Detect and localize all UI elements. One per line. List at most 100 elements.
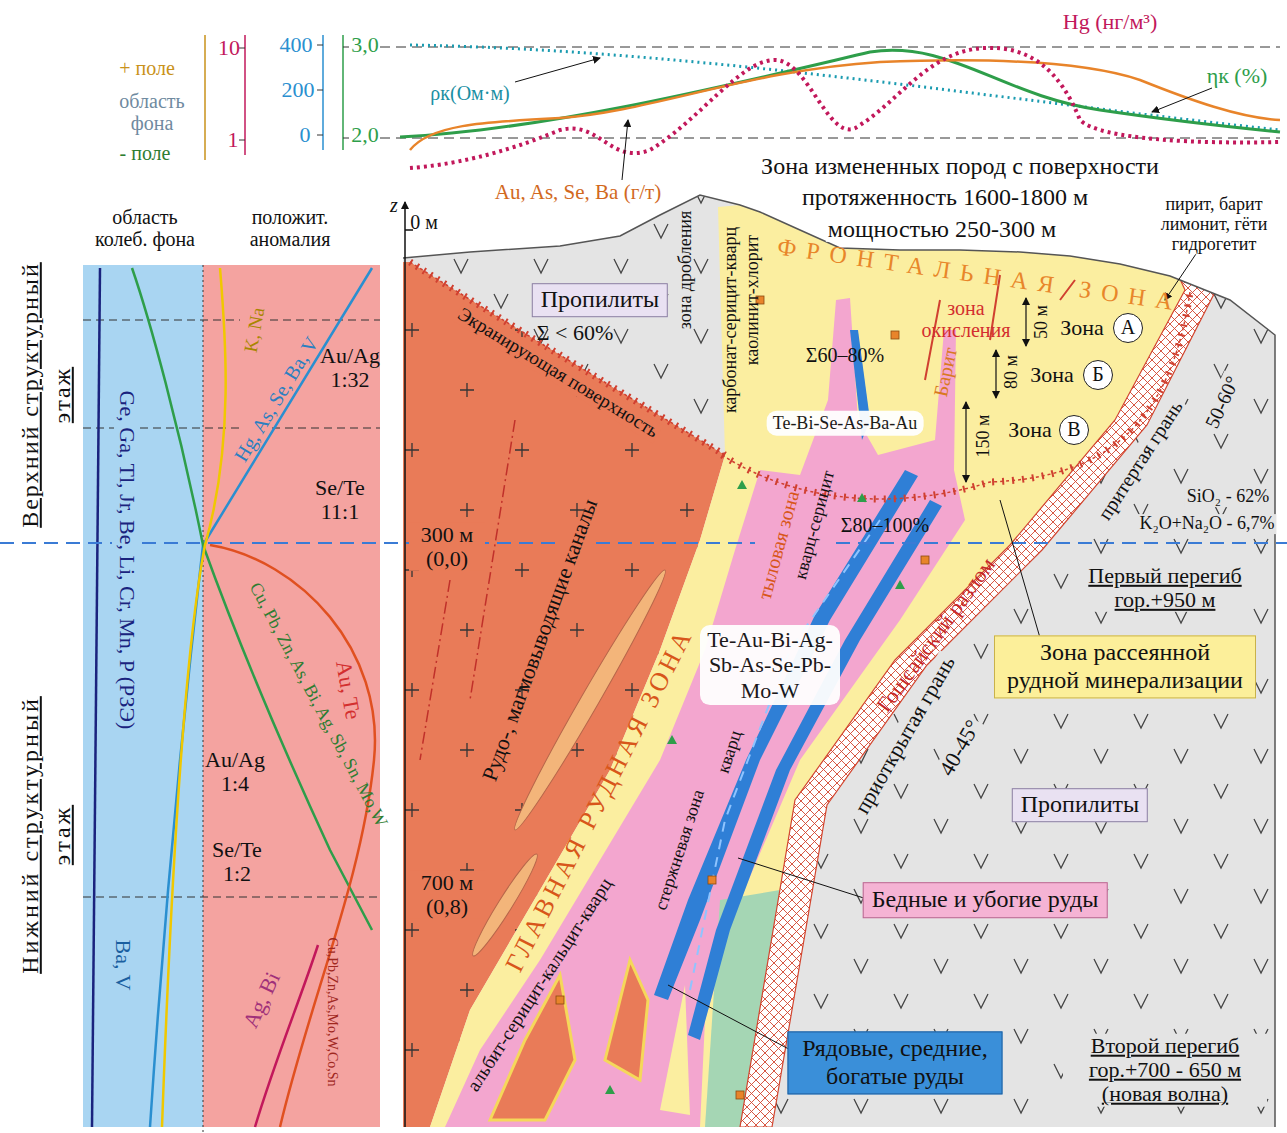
label-text: 10 — [218, 36, 240, 60]
label-text: 3,0 — [351, 33, 379, 57]
illustration-path — [400, 50, 1280, 137]
illustration-rect — [403, 180, 1275, 1127]
illustration-rect — [403, 180, 1275, 1127]
illustration-rect — [736, 1091, 744, 1099]
label-text: 2,0 — [351, 123, 379, 147]
rock-label-box: Пропилиты — [1012, 788, 1148, 822]
label-text: зона окисления — [911, 297, 1021, 341]
illustration-line — [738, 858, 870, 900]
label-text: K₂O+Na₂O - 6,7% — [1137, 514, 1276, 534]
illustration-rect — [708, 876, 716, 884]
illustration-line — [380, 47, 1280, 48]
illustration-rect — [891, 331, 899, 339]
node-text: Пропилиты — [541, 286, 659, 314]
label-text: 50 м — [1032, 305, 1052, 339]
label-text: 300 м (0,0) — [409, 523, 485, 571]
label-text: 0 — [300, 123, 311, 147]
label-text: Se/Te 1:2 — [204, 838, 270, 886]
label-text: этаж — [49, 367, 75, 423]
label-text: каолинит-хлорит — [743, 235, 763, 365]
illustration-rect — [203, 265, 380, 1127]
label-text: Hg (нг/м³) — [1063, 10, 1157, 34]
illustration-path — [239, 45, 349, 140]
label-text: Au/Ag 1:4 — [202, 748, 268, 796]
label-text: 1 — [228, 128, 239, 152]
node-text: Б — [1084, 361, 1112, 388]
label-text: + поле — [119, 57, 175, 79]
illustration-path — [857, 493, 867, 502]
illustration-path — [737, 480, 747, 489]
label-text: Au, As, Se, Ba (г/т) — [495, 181, 662, 204]
rock-label-box: Пропилиты — [532, 283, 668, 317]
label-text: область фона — [102, 90, 202, 134]
ore-label-box: Бедные и убогие руды — [863, 882, 1108, 918]
illustration-path — [403, 195, 1275, 1127]
illustration-g — [403, 180, 1275, 1127]
illustration-line — [1152, 88, 1212, 112]
illustration-path — [722, 292, 1190, 499]
illustration-line — [1000, 500, 1045, 655]
label-text: Первый перегиб гор.+950 м — [1081, 564, 1250, 612]
label-text: 700 м (0,8) — [409, 871, 485, 919]
label-text: Ge, Ga, Tl, Jr, Be, Li, Cr, Mn, P (РЗЭ) — [115, 391, 139, 730]
node-text: А — [1114, 314, 1142, 341]
illustration-rect — [556, 996, 564, 1004]
illustration-line — [322, 35, 324, 150]
label-text: Зона — [1008, 418, 1052, 442]
illustration-path — [667, 735, 677, 744]
illustration-line — [404, 202, 406, 1127]
label-text: Зона — [1060, 316, 1104, 340]
illustration-path — [410, 48, 1280, 168]
label-text: SiO₂ - 62% — [1185, 487, 1271, 507]
zone-label-box: Зона рассеянной рудной минерализации — [994, 635, 1256, 698]
zone-letter-circle: А — [1113, 313, 1143, 343]
label-text: 200 — [282, 78, 315, 102]
illustration-path — [92, 268, 100, 1127]
label-text: 150 м — [974, 415, 994, 458]
node-text: Зона рассеянной рудной минерализации — [1001, 639, 1249, 694]
illustration-path — [83, 320, 380, 897]
illustration-line — [995, 350, 996, 398]
label-text: 0 м — [410, 211, 438, 233]
label-text: этаж — [49, 805, 75, 865]
ore-label-box: Рядовые, средние, богатые руды — [788, 1031, 1003, 1094]
label-text: Ba, V — [111, 940, 135, 991]
label-text: - поле — [120, 142, 171, 164]
label-text: карбонат-серицит-кварц — [721, 227, 741, 413]
zone-letter-circle: Б — [1083, 360, 1113, 390]
node-text: Рядовые, средние, богатые руды — [795, 1035, 996, 1090]
label-text: Верхний структурный — [17, 262, 43, 528]
element-assoc-box: Te-Au-Bi-Ag-Sb-As-Se-Pb-Mo-W — [700, 625, 840, 705]
zone-letter-circle: В — [1059, 415, 1089, 445]
label-text: Второй перегиб гор.+700 - 650 м (новая в… — [1063, 1034, 1267, 1107]
label-text: зона дробления — [676, 211, 696, 330]
illustration-line — [668, 985, 800, 1055]
illustration-rect — [921, 556, 929, 564]
illustration-path — [722, 292, 1190, 499]
node-text: Te-Au-Bi-Ag-Sb-As-Se-Pb-Mo-W — [706, 627, 834, 703]
illustration-line — [622, 120, 628, 180]
label-text: Se/Te 11:1 — [305, 476, 375, 524]
label-text: ρк(Ом·м) — [430, 82, 509, 104]
illustration-path — [605, 1085, 615, 1094]
label-text: пирит, барит лимонит, гёти гидрогетит — [1150, 195, 1279, 254]
label-text: Au/Ag 1:32 — [315, 344, 385, 392]
illustration-path — [210, 545, 375, 1127]
label-text: положит. аномалия — [230, 206, 350, 250]
label-text: Зона — [1030, 363, 1074, 387]
illustration-line — [204, 35, 206, 160]
illustration-polygon — [605, 960, 648, 1080]
illustration-line — [1025, 298, 1026, 346]
label-text: Σ80–100% — [841, 514, 929, 536]
node-text: Пропилиты — [1021, 791, 1139, 819]
label-text: 400 — [280, 33, 313, 57]
label-text: Cu,Pb,Zn,As,Mo,W,Co,Sn — [324, 937, 339, 1086]
label-text: 80 м — [1002, 355, 1022, 389]
illustration-polygon — [660, 985, 690, 1115]
node-text: В — [1060, 416, 1088, 443]
illustration-line — [965, 402, 966, 482]
illustration-path — [162, 268, 226, 1127]
illustration-line — [244, 35, 246, 155]
label-text: мощностью 250-300 м — [826, 216, 1058, 242]
label-text: Нижний структурный — [17, 696, 43, 974]
